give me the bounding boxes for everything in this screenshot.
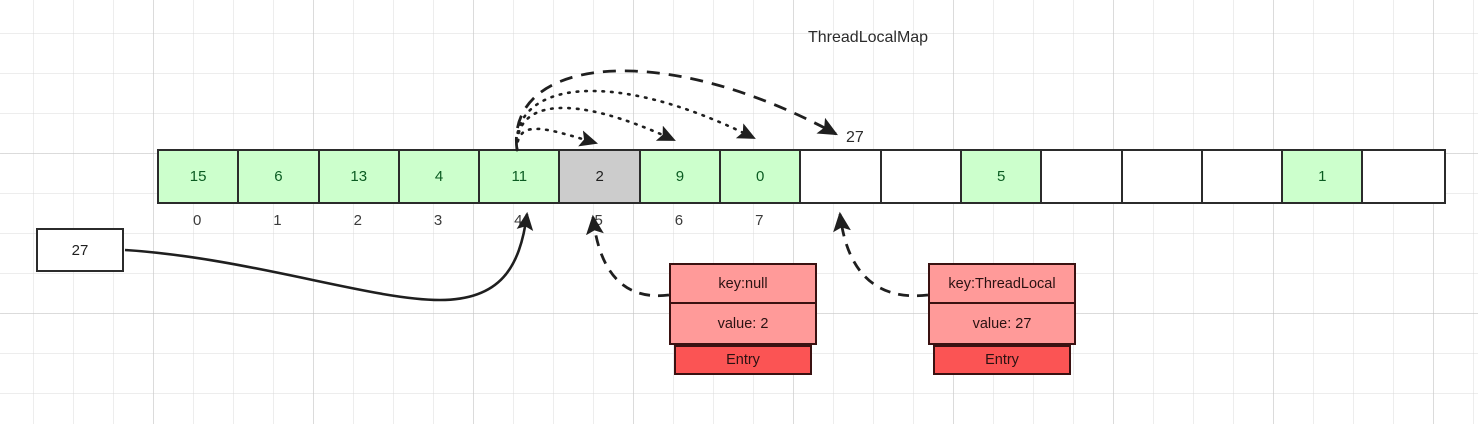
array-index-label-0: 0 (192, 212, 202, 229)
incoming-value-box[interactable]: 27 (36, 228, 124, 272)
array-index-label-7: 7 (755, 212, 764, 229)
probe-arc-4-to-5 (515, 127, 598, 152)
array-cell-4[interactable]: 11 (480, 151, 561, 202)
connector-entry-threadlocal-to-slot-8 (833, 211, 929, 298)
entry-card-stale[interactable]: key:null value: 2 Entry (669, 263, 817, 375)
entry-value-field: value: 27 (928, 304, 1076, 345)
array-cell-6[interactable]: 9 (640, 151, 722, 202)
array-cell-13[interactable] (1202, 151, 1284, 202)
array-cell-5[interactable]: 2 (560, 151, 641, 202)
slot-8-value-label: 27 (846, 129, 864, 146)
array-cell-9[interactable] (881, 151, 962, 202)
diagram-title: ThreadLocalMap (808, 29, 929, 46)
entry-type-label: Entry (674, 345, 812, 375)
array-index-label-5: 5 (594, 212, 603, 229)
array-cell-7[interactable]: 0 (721, 151, 802, 202)
array-index-label-4: 4 (514, 212, 523, 229)
array-cell-3[interactable]: 4 (399, 151, 481, 202)
entry-type-label: Entry (933, 345, 1071, 375)
array-cell-8[interactable] (801, 151, 882, 202)
probe-arc-4-to-7 (515, 89, 756, 152)
array-index-label-3: 3 (433, 212, 443, 229)
array-index-label-1: 1 (273, 212, 282, 229)
array-cell-15[interactable] (1363, 151, 1444, 202)
array-index-label-2: 2 (353, 212, 362, 229)
array-cell-12[interactable] (1122, 151, 1203, 202)
array-cell-10[interactable]: 5 (961, 151, 1043, 202)
probe-arc-4-to-6 (515, 106, 676, 152)
array-cell-14[interactable]: 1 (1283, 151, 1364, 202)
array-cell-2[interactable]: 13 (319, 151, 400, 202)
probe-arc-4-to-8 (514, 69, 838, 151)
array-index-label-6: 6 (674, 212, 684, 229)
entry-key-field: key:null (669, 263, 817, 304)
array-cell-11[interactable] (1042, 151, 1123, 202)
entry-key-field: key:ThreadLocal (928, 263, 1076, 304)
array-cell-1[interactable]: 6 (239, 151, 320, 202)
threadlocalmap-array: 15 6 13 4 11 2 9 0 5 1 (157, 149, 1446, 204)
entry-card-threadlocal[interactable]: key:ThreadLocal value: 27 Entry (928, 263, 1076, 375)
array-cell-0[interactable]: 15 (159, 151, 240, 202)
entry-value-field: value: 2 (669, 304, 817, 345)
